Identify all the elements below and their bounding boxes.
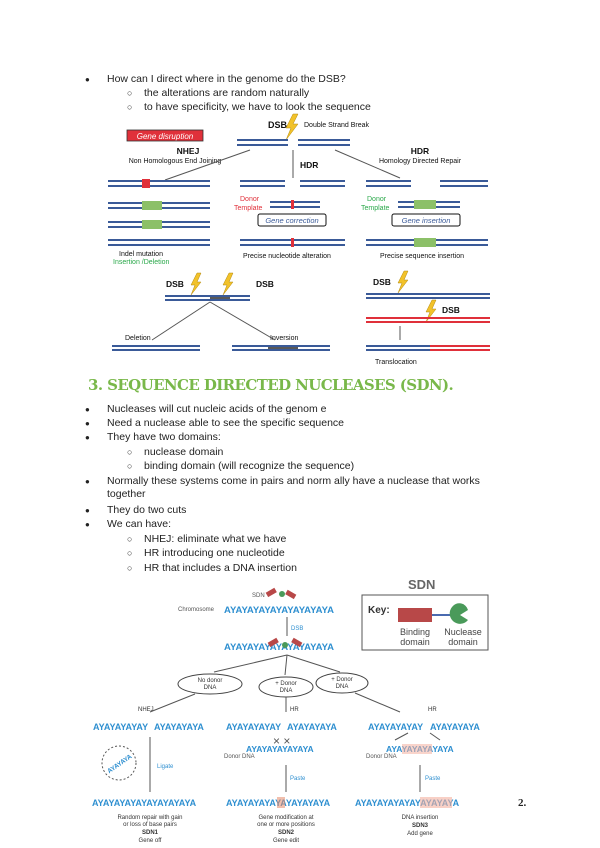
precise-insertion-label: Precise sequence insertion <box>380 253 464 260</box>
sdn1-caption-3: SDN1 <box>142 830 159 836</box>
sub-bullet-hr-insertion: HR that includes a DNA insertion <box>127 562 297 575</box>
sdn3-caption-1: DNA insertion <box>402 815 439 821</box>
template-label-1: Template <box>234 205 263 212</box>
lightning-icon <box>285 113 299 141</box>
bullet-question: How can I direct where in the genome do … <box>85 73 346 86</box>
sdn-label: SDN <box>252 593 265 599</box>
hdr-label: HDR <box>411 146 429 156</box>
donor-dna-label-1: Donor DNA <box>224 754 255 760</box>
precise-alteration-label: Precise nucleotide alteration <box>243 253 331 260</box>
paste-label-2: Paste <box>425 776 441 782</box>
hr-branch-label-2: HR <box>428 707 437 713</box>
gene-disruption-label: Gene disruption <box>137 132 194 141</box>
nhej-cut-dna-right: AYAYAYAYA <box>154 722 204 732</box>
sdn3-result-dna: AYAYAYAYAYAYAYAYAYA <box>355 798 460 808</box>
nuclease-domain-swatch <box>449 603 468 624</box>
indel-label: Indel mutation <box>119 251 163 258</box>
gene-correction-label: Gene correction <box>265 216 318 225</box>
paste-label-1: Paste <box>290 776 306 782</box>
section-heading: 3. SEQUENCE DIRECTED NUCLEASES (SDN). <box>88 376 454 394</box>
plus-donor-label-2: DNA <box>280 688 293 694</box>
bullet-need-nuclease: Need a nuclease able to see the specific… <box>85 417 344 430</box>
ligate-label: Ligate <box>157 764 174 770</box>
binding-domain-swatch <box>398 608 432 622</box>
hdr-full-label: Homology Directed Repair <box>379 158 462 165</box>
gene-disruption-box <box>126 129 204 142</box>
nhej-branch-label: NHEJ <box>138 707 154 713</box>
gene-insertion-label: Gene insertion <box>402 216 451 225</box>
sdn1-result-dna: AYAYAYAYAYAYAYAYAYA <box>92 798 197 808</box>
dsb-arrow-label: DSB <box>291 626 303 632</box>
plus-donor-label-1: + Donor <box>275 681 297 687</box>
hr2-cut-dna-left: AYAYAYAYAY <box>368 722 423 732</box>
bullet-we-can-have: We can have: <box>85 518 171 531</box>
sdn3-caption-3: Add gene <box>407 831 433 837</box>
sdn1-caption-1: Random repair with gain <box>117 815 182 821</box>
dsb-translocation-label-2: DSB <box>442 305 460 315</box>
bullet-two-cuts: They do two cuts <box>85 504 186 517</box>
sdn2-caption-3: SDN2 <box>278 830 295 836</box>
deletion-label: Deletion <box>125 335 151 342</box>
sub-bullet-random: the alterations are random naturally <box>127 87 309 100</box>
bullet-two-domains: They have two domains: <box>85 431 221 444</box>
dsb-translocation-label-1: DSB <box>373 277 391 287</box>
bullet-nucleases: Nucleases will cut nucleic acids of the … <box>85 403 326 416</box>
plus-donor-label-3: + Donor <box>331 677 353 683</box>
sub-bullet-hr-nucleotide: HR introducing one nucleotide <box>127 547 285 560</box>
sub-bullet-specificity: to have specificity, we have to look the… <box>127 101 371 114</box>
nhej-cut-dna-left: AYAYAYAYAY <box>93 722 148 732</box>
nuclease-label-1: Nuclease <box>444 627 482 637</box>
translocation-label: Translocation <box>375 359 417 366</box>
sdn1-caption-2: or loss of base pairs <box>123 822 177 828</box>
binding-label-1: Binding <box>400 627 430 637</box>
no-donor-label-1: No donor <box>198 678 223 684</box>
sdn-figure-title: SDN <box>408 577 435 592</box>
nhej-full-label: Non Homologous End Joining <box>129 158 222 165</box>
sub-bullet-nhej: NHEJ: eliminate what we have <box>127 533 286 546</box>
svg-text:× ×: × × <box>273 734 290 748</box>
nhej-label: NHEJ <box>177 146 200 156</box>
hr1-cut-dna-left: AYAYAYAYAY <box>226 722 281 732</box>
key-label: Key: <box>368 605 390 616</box>
sdn2-caption-1: Gene modification at <box>258 815 313 821</box>
insertion-deletion-label: Insertion /Deletion <box>113 259 170 266</box>
double-strand-break-label: Double Strand Break <box>304 122 369 129</box>
sdn1-caption-4: Gene off <box>139 838 162 844</box>
hr1-cut-dna-right: AYAYAYAYA <box>287 722 337 732</box>
sdn3-caption-2: SDN3 <box>412 823 429 829</box>
binding-label-2: domain <box>400 637 430 647</box>
sub-bullet-binding-domain: binding domain (will recognize the seque… <box>127 460 354 473</box>
hr2-cut-dna-right: AYAYAYAYA <box>430 722 480 732</box>
sub-bullet-nuclease-domain: nuclease domain <box>127 446 223 459</box>
no-donor-label-2: DNA <box>204 685 217 691</box>
hdr-mid-label: HDR <box>300 160 318 170</box>
nuclease-label-2: domain <box>448 637 478 647</box>
sdn2-caption-4: Gene edit <box>273 838 299 844</box>
cut-dna: AYAYAYAYAYAYAYAYAYA <box>224 642 334 653</box>
hr-branch-label-1: HR <box>290 707 299 713</box>
dsb-right-label: DSB <box>256 279 274 289</box>
dsb-repair-figure: Gene disruption DSB Double Strand Break … <box>108 113 490 366</box>
chromosome-label: Chromosome <box>178 607 215 613</box>
hr1-donor-dna: AYAYAYAYAYAYA <box>246 744 314 754</box>
donor-label-1: Donor <box>240 196 260 203</box>
donor-dna-label-2: Donor DNA <box>366 754 397 760</box>
donor-label-2: Donor <box>367 196 387 203</box>
template-label-2: Template <box>361 205 390 212</box>
dsb-left-label: DSB <box>166 279 184 289</box>
plus-donor-label-4: DNA <box>336 684 349 690</box>
sdn2-caption-2: one or more positions <box>257 822 315 828</box>
bullet-pairs: Normally these systems come in pairs and… <box>85 475 507 501</box>
dsb-top-label: DSB <box>268 120 288 130</box>
inversion-label: Inversion <box>270 335 299 342</box>
page-number: 2. <box>518 797 527 809</box>
chromosome-dna: AYAYAYAYAYAYAYAYAYA <box>224 605 334 616</box>
